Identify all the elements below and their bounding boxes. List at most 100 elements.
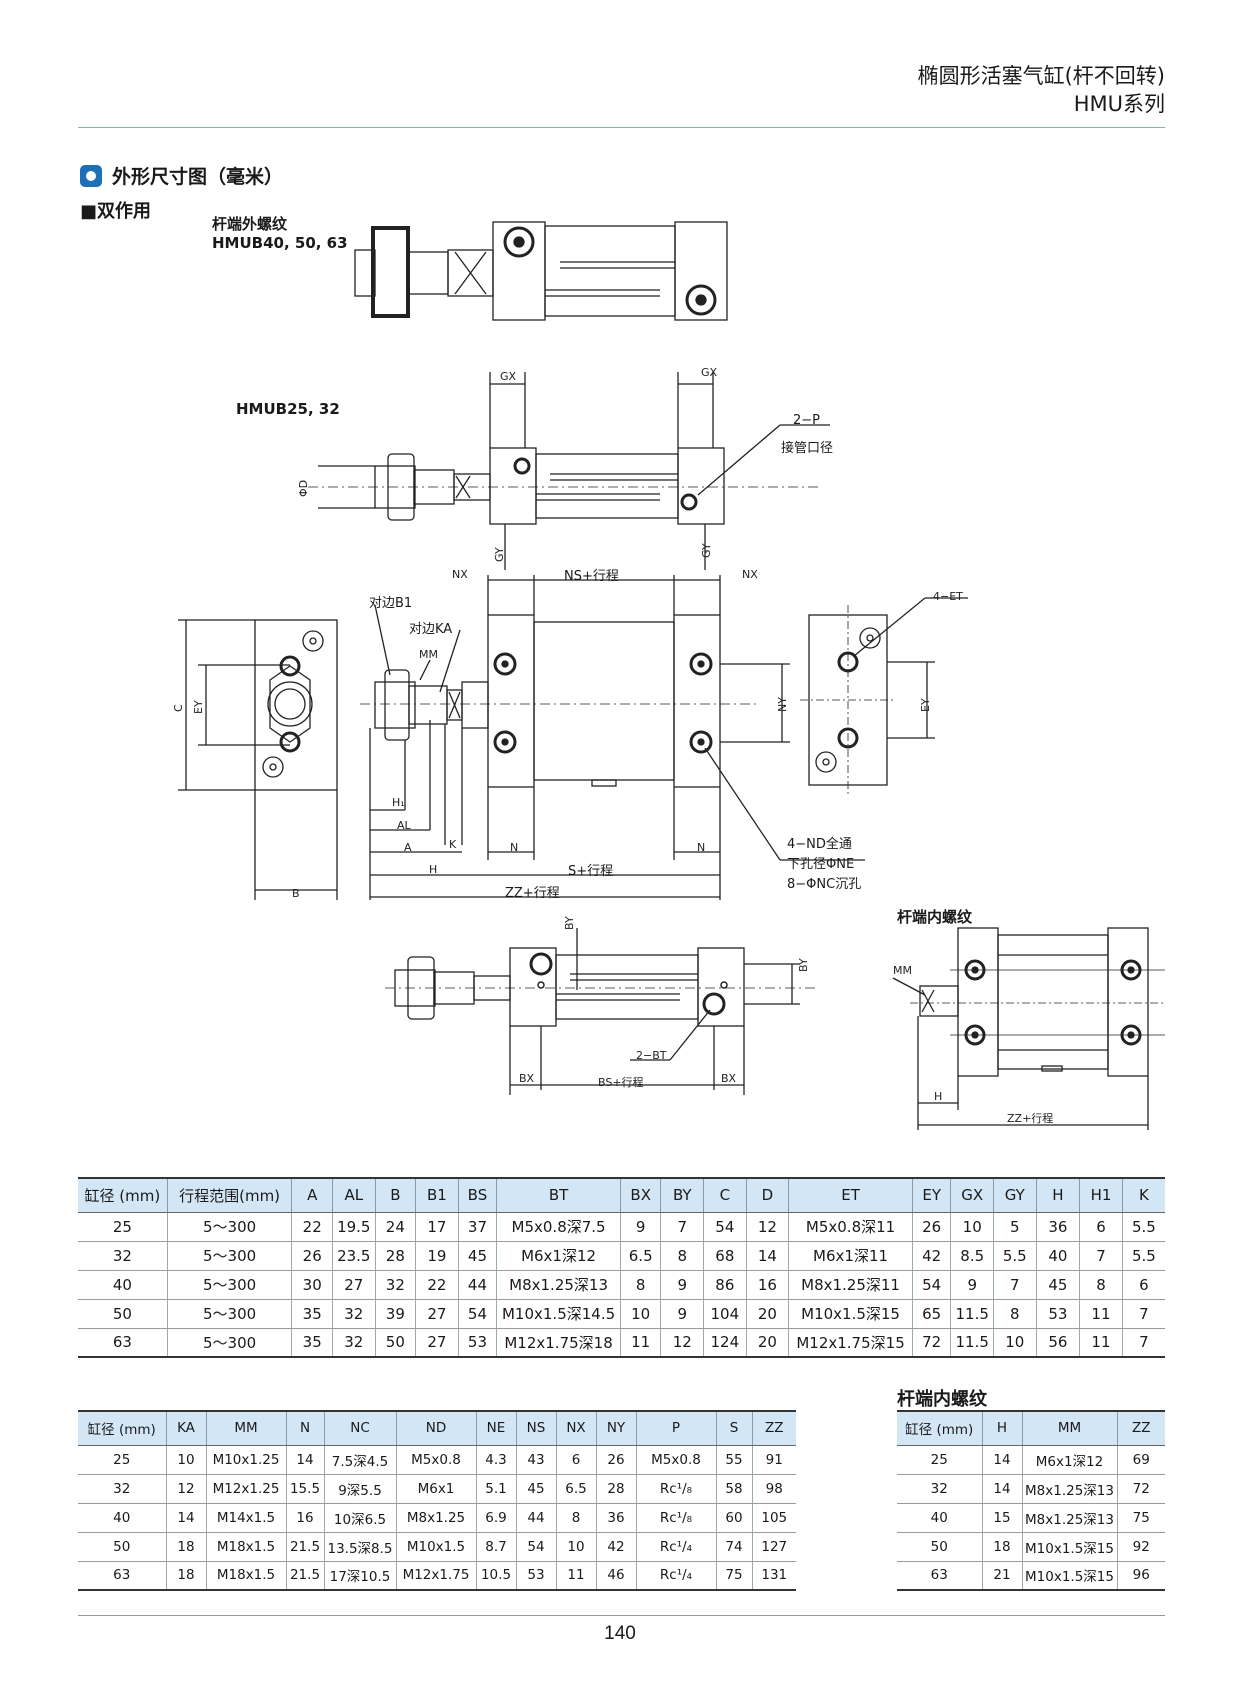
- table-cell: 105: [751, 1503, 796, 1533]
- column-header: 缸径 (mm): [78, 1177, 168, 1213]
- header-title-line1: 椭圆形活塞气缸(杆不回转): [917, 64, 1165, 88]
- table-cell: 7: [1121, 1299, 1165, 1329]
- table-cell: 10.5: [475, 1561, 516, 1591]
- table-cell: 8: [1079, 1270, 1123, 1300]
- table-cell: 65: [911, 1299, 951, 1329]
- table-cell: 27: [415, 1299, 459, 1329]
- table-cell: 18: [165, 1561, 206, 1591]
- table-cell: 26: [595, 1445, 636, 1475]
- table-cell: 36: [1035, 1212, 1080, 1242]
- label-ey-left: EY: [192, 700, 205, 714]
- table-cell: 9: [950, 1270, 994, 1300]
- table-cell: 19: [415, 1241, 459, 1271]
- table-cell: 11.5: [950, 1299, 994, 1329]
- table-cell: 21.5: [285, 1532, 324, 1562]
- table-cell: 16: [285, 1503, 324, 1533]
- table-cell: 54: [703, 1212, 747, 1242]
- table-cell: 63: [78, 1328, 168, 1358]
- label-mm-internal: MM: [893, 964, 912, 977]
- table-cell: 28: [595, 1474, 636, 1504]
- column-header: K: [1121, 1177, 1165, 1213]
- table-cell: 32: [897, 1474, 982, 1504]
- table-cell: 50: [374, 1328, 416, 1358]
- table-cell: 92: [1116, 1532, 1165, 1562]
- table-cell: 8: [619, 1270, 661, 1300]
- table-cell: 32: [78, 1474, 166, 1504]
- table-cell: 50: [78, 1299, 168, 1329]
- table-cell: 5.1: [475, 1474, 516, 1504]
- section-title: 外形尺寸图（毫米）: [80, 162, 283, 189]
- label-h1: H₁: [392, 796, 405, 809]
- table-cell: Rc¹/₄: [635, 1532, 716, 1562]
- table-cell: Rc¹/₈: [635, 1474, 716, 1504]
- column-header: 缸径 (mm): [897, 1410, 982, 1446]
- table-cell: 56: [1035, 1328, 1080, 1358]
- table-cell: 74: [715, 1532, 752, 1562]
- label-al: AL: [397, 819, 411, 832]
- label-b1: 对边B1: [369, 596, 413, 611]
- column-header: D: [745, 1177, 789, 1213]
- label-models-large: HMUB40, 50, 63: [212, 234, 348, 252]
- table-cell: 7: [993, 1270, 1037, 1300]
- table-cell: 63: [78, 1561, 166, 1591]
- table-cell: M10x1.5深14.5: [496, 1299, 621, 1329]
- table-cell: 26: [291, 1241, 333, 1271]
- table-cell: 75: [1116, 1503, 1165, 1533]
- table-cell: 8: [993, 1299, 1037, 1329]
- label-nx-right: NX: [742, 568, 758, 581]
- table-cell: 15: [981, 1503, 1022, 1533]
- table-cell: 14: [981, 1445, 1022, 1475]
- table-cell: M18x1.5: [205, 1561, 286, 1591]
- table-cell: 98: [751, 1474, 796, 1504]
- label-nx-left: NX: [452, 568, 468, 581]
- table-cell: 28: [374, 1241, 416, 1271]
- table-cell: 53: [1035, 1299, 1080, 1329]
- table-cell: 10深6.5: [323, 1503, 396, 1533]
- table-cell: 23.5: [331, 1241, 376, 1271]
- table-cell: M10x1.25: [205, 1445, 286, 1475]
- column-header: C: [703, 1177, 747, 1213]
- label-et: 4−ET: [933, 590, 963, 603]
- table-cell: 5: [993, 1212, 1037, 1242]
- table-cell: 20: [745, 1299, 789, 1329]
- table-cell: 10: [555, 1532, 596, 1562]
- table-cell: 16: [745, 1270, 789, 1300]
- table-cell: 10: [165, 1445, 206, 1475]
- table-cell: 32: [331, 1328, 376, 1358]
- drawing-main-side-view: [178, 575, 968, 900]
- label-bx-left: BX: [519, 1072, 535, 1085]
- table-cell: 127: [751, 1532, 796, 1562]
- label-models-small: HMUB25, 32: [236, 400, 340, 418]
- label-phi-d: ΦD: [297, 479, 310, 497]
- table-cell: M6x1深12: [1021, 1445, 1117, 1475]
- table-cell: 42: [911, 1241, 951, 1271]
- table-cell: 91: [751, 1445, 796, 1475]
- label-nd-line2: 下孔径ΦNE: [787, 857, 855, 872]
- label-mm: MM: [419, 648, 438, 661]
- label-zz-internal: ZZ+行程: [1007, 1112, 1054, 1125]
- table-cell: 5～300: [166, 1270, 292, 1300]
- table-cell: 6: [1079, 1212, 1123, 1242]
- label-port-count: 2−P: [793, 413, 821, 428]
- table-cell: 10: [950, 1212, 994, 1242]
- column-header: ZZ: [751, 1410, 796, 1446]
- table-cell: 50: [897, 1532, 982, 1562]
- table-cell: 40: [1035, 1241, 1080, 1271]
- table-cell: 5～300: [166, 1212, 292, 1242]
- table-cell: 5～300: [166, 1299, 292, 1329]
- table-cell: 45: [515, 1474, 556, 1504]
- table-cell: M5x0.8: [635, 1445, 716, 1475]
- table-cell: 9: [660, 1299, 704, 1329]
- label-bs-stroke: BS+行程: [598, 1076, 644, 1089]
- column-header: KA: [165, 1410, 206, 1446]
